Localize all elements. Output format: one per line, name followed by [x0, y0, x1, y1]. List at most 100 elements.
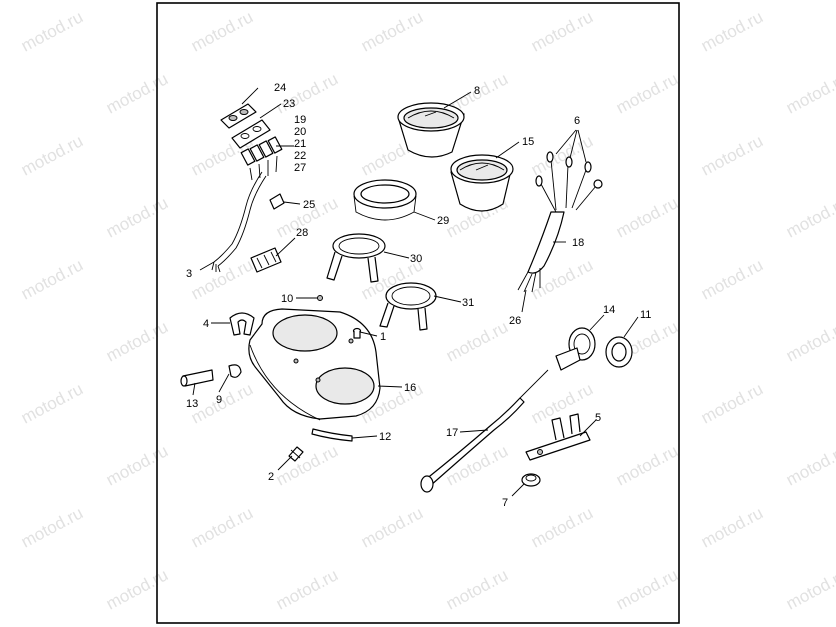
watermark-text: motod.ru: [103, 565, 171, 613]
watermark-text: motod.ru: [188, 7, 256, 55]
watermark-text: motod.ru: [358, 7, 426, 55]
connector-terminals: [240, 136, 283, 181]
callout-9: 9: [216, 394, 222, 406]
watermark-text: motod.ru: [18, 379, 86, 427]
callout-15: 15: [522, 136, 534, 148]
leader-lines: [192, 87, 639, 497]
speedometer-gauge: [397, 102, 465, 158]
callout-31: 31: [462, 297, 474, 309]
watermark-text: motod.ru: [698, 503, 766, 551]
watermark-text: motod.ru: [0, 193, 1, 241]
watermark-text: motod.ru: [613, 565, 681, 613]
watermark-text: motod.ru: [0, 441, 1, 489]
gauge-bracket-upper: [326, 233, 386, 283]
watermark-text: motod.ru: [698, 379, 766, 427]
watermark-text: motod.ru: [698, 131, 766, 179]
callout-18: 18: [572, 237, 584, 249]
callout-3: 3: [186, 268, 192, 280]
callout-13: 13: [186, 398, 198, 410]
watermark-text: motod.ru: [273, 565, 341, 613]
watermark-text: motod.ru: [528, 503, 596, 551]
callout-7: 7: [502, 497, 508, 509]
wire-clip: [269, 193, 285, 210]
callout-11: 11: [640, 309, 651, 321]
watermark-text: motod.ru: [103, 193, 171, 241]
watermark-text: motod.ru: [0, 317, 1, 365]
bulb-socket: [180, 369, 214, 387]
callout-20: 20: [294, 126, 306, 138]
speedometer-cable: [420, 369, 549, 493]
callout-labels: 24 23 19 20 21 22 27 8 15 6 25 29 28 18 …: [186, 82, 651, 509]
watermark-text: motod.ru: [783, 193, 836, 241]
watermark-text: motod.ru: [103, 317, 171, 365]
callout-4: 4: [203, 318, 209, 330]
ring-washer: [605, 336, 633, 368]
watermark-text: motod.ru: [528, 131, 596, 179]
callout-26: 26: [509, 315, 521, 327]
callout-16: 16: [404, 382, 416, 394]
watermark-text: motod.ru: [443, 317, 511, 365]
callout-14: 14: [603, 304, 615, 316]
watermark-text: motod.ru: [613, 69, 681, 117]
grommet: [521, 473, 541, 487]
callout-29: 29: [437, 215, 449, 227]
watermark-text: motod.ru: [0, 565, 1, 613]
callout-23: 23: [283, 98, 295, 110]
callout-2: 2: [268, 471, 274, 483]
switch-cover: [220, 103, 257, 129]
gauge-bracket-lower: [379, 282, 437, 331]
callout-28: 28: [296, 227, 308, 239]
callout-1: 1: [380, 331, 386, 343]
screw-small: [352, 327, 362, 339]
callout-12: 12: [379, 431, 391, 443]
watermark-text: motod.ru: [613, 193, 681, 241]
watermark-text: motod.ru: [18, 7, 86, 55]
watermark-text: motod.ru: [103, 69, 171, 117]
watermark-text: motod.ru: [103, 441, 171, 489]
watermark-text: motod.ru: [698, 255, 766, 303]
callout-8: 8: [474, 85, 480, 97]
watermark-text: motod.ru: [18, 131, 86, 179]
connector-block: [250, 247, 282, 273]
callout-19: 19: [294, 114, 306, 126]
callout-10: 10: [281, 293, 293, 305]
callout-27: 27: [294, 162, 306, 174]
indicator-bulbs: [535, 151, 603, 213]
callout-24: 24: [274, 82, 286, 94]
callout-22: 22: [294, 150, 306, 162]
watermark-text: motod.ru: [783, 69, 836, 117]
switch-housing: [231, 119, 271, 149]
callout-5: 5: [595, 412, 601, 424]
watermark-text: motod.ru: [0, 69, 1, 117]
watermark-text: motod.ru: [783, 565, 836, 613]
watermark-text: motod.ru: [528, 379, 596, 427]
screw-tiny: [317, 295, 323, 301]
wiring-harness-left: [211, 171, 267, 273]
callout-25: 25: [303, 199, 315, 211]
rubber-clip: [229, 312, 255, 336]
watermark-text: motod.ru: [698, 7, 766, 55]
watermark-text: motod.ru: [18, 255, 86, 303]
instrument-housing: [248, 308, 381, 421]
seal-strip: [311, 428, 353, 442]
callout-30: 30: [410, 253, 422, 265]
drive-unit: [555, 327, 596, 371]
watermark-text: motod.ru: [443, 565, 511, 613]
watermark-text: motod.ru: [528, 7, 596, 55]
gauge-ring: [353, 179, 417, 221]
callout-21: 21: [294, 138, 306, 150]
watermark-text: motod.ru: [188, 503, 256, 551]
wiring-harness-right: [517, 211, 565, 293]
mounting-clip: [288, 446, 304, 462]
indicator-lens: [228, 364, 242, 378]
tachometer-gauge: [450, 154, 514, 212]
callout-17: 17: [446, 427, 458, 439]
watermark-text: motod.ru: [18, 503, 86, 551]
watermark-text: motod.ru: [358, 503, 426, 551]
watermark-text: motod.ru: [613, 441, 681, 489]
callout-6: 6: [574, 115, 580, 127]
watermark-text: motod.ru: [783, 441, 836, 489]
diagram-frame: [156, 2, 680, 624]
watermark-text: motod.ru: [783, 317, 836, 365]
